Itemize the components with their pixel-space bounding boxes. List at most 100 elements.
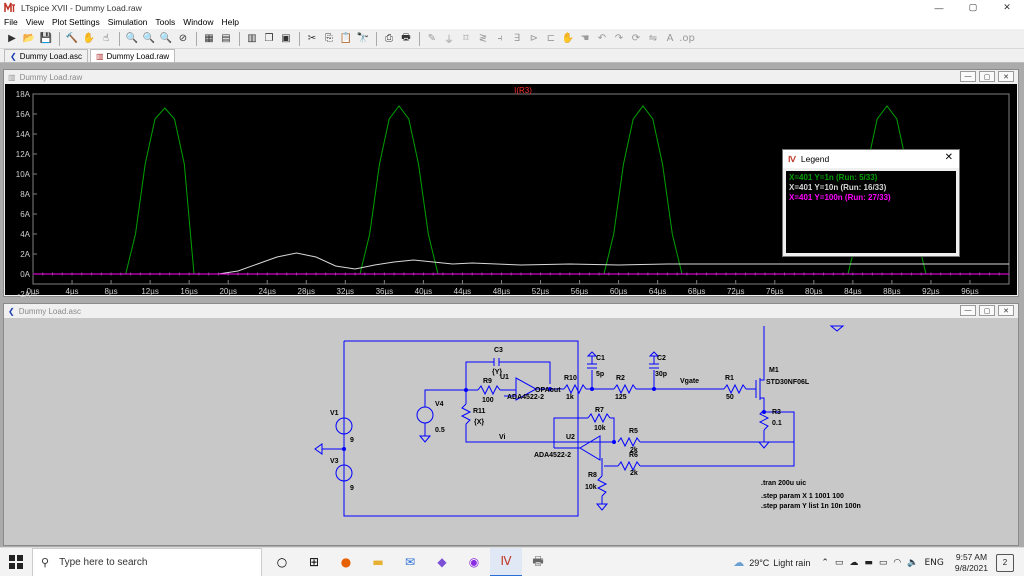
mirror-icon[interactable]: ⇋ — [648, 33, 658, 44]
widgets-icon[interactable]: ⊞ — [308, 555, 320, 569]
schematic-drawing[interactable]: V1 9 V3 9 V4 0.5 C3 {Y} R9 100 U1 ADA452… — [4, 318, 1018, 546]
file-explorer-icon[interactable]: ▬ — [372, 555, 384, 569]
undo-icon[interactable]: ↶ — [597, 33, 607, 44]
label-icon[interactable]: ⌑ — [463, 33, 469, 44]
zoom-cancel-icon[interactable]: ⊘ — [178, 33, 188, 44]
copy-icon[interactable]: ⎘ — [325, 33, 333, 44]
obsidian-icon[interactable]: ◆ — [437, 555, 447, 569]
print-setup-icon[interactable]: ⎙ — [385, 33, 393, 44]
halt-icon[interactable]: ✋ — [82, 33, 96, 44]
spice-directive-tran[interactable]: .tran 200u uic — [761, 480, 806, 487]
x-tick-label: 52µs — [532, 287, 550, 296]
ltspice-taskbar-icon[interactable]: Ⅳ — [490, 547, 522, 576]
cloud-icon[interactable]: ☁ — [849, 557, 859, 568]
notification-center-button[interactable]: 2 — [996, 553, 1014, 572]
menu-file[interactable]: File — [4, 17, 18, 27]
legend-titlebar[interactable]: Ⅳ Legend ✕ — [783, 150, 959, 168]
y-tick-label: 18A — [16, 90, 31, 99]
menu-window[interactable]: Window — [183, 17, 214, 27]
weather-widget[interactable]: ☁ 29°C Light rain — [733, 556, 810, 569]
pan-icon[interactable]: ☝ — [102, 33, 110, 44]
zoom-out-icon[interactable]: 🔍 — [142, 33, 156, 44]
open-icon[interactable]: 📂 — [22, 33, 36, 44]
diode-icon[interactable]: ⊳ — [529, 33, 539, 44]
capacitor-icon[interactable]: ⫞ — [497, 33, 503, 44]
mail-icon[interactable]: ✉ — [404, 555, 416, 569]
x-tick-label: 28µs — [298, 287, 316, 296]
spice-directive-icon[interactable]: .op — [679, 33, 695, 44]
maximize-button[interactable]: ▢ — [968, 2, 978, 12]
chevron-up-icon[interactable]: ⌃ — [821, 557, 829, 568]
tile-horizontal-icon[interactable]: ▤ — [221, 33, 231, 44]
device-icon[interactable]: ▭ — [834, 557, 844, 568]
cascade-icon[interactable]: ❐ — [264, 33, 274, 44]
taskbar-search[interactable]: ⚲ Type here to search — [32, 547, 262, 576]
zoom-back-icon[interactable]: 🔍 — [159, 33, 173, 44]
tab-dummy-load-raw[interactable]: ▥ Dummy Load.raw — [89, 49, 176, 62]
menu-view[interactable]: View — [25, 17, 44, 27]
wire-icon[interactable]: ✎ — [427, 33, 437, 44]
find-icon[interactable]: 🔭 — [356, 33, 370, 44]
save-icon[interactable]: 💾 — [39, 33, 53, 44]
battery-icon[interactable]: ▭ — [878, 557, 888, 568]
waveform-maximize-button[interactable]: ▢ — [979, 71, 995, 82]
run-icon[interactable]: ▶ — [8, 33, 16, 44]
print-icon[interactable]: 🖶 — [401, 32, 411, 43]
firefox-icon[interactable]: ● — [340, 555, 352, 569]
ground-symbol — [595, 503, 609, 511]
paste-icon[interactable]: 📋 — [339, 33, 353, 44]
waveform-minimize-button[interactable]: — — [960, 71, 976, 82]
component-icon[interactable]: ⊏ — [546, 33, 556, 44]
waveform-window-icon: ▥ — [8, 72, 16, 82]
waveform-close-button[interactable]: ✕ — [998, 71, 1014, 82]
start-button[interactable] — [0, 548, 32, 576]
schematic-maximize-button[interactable]: ▢ — [979, 305, 995, 316]
waveform-window-titlebar[interactable]: ▥ Dummy Load.raw — [4, 70, 1018, 84]
schematic-minimize-button[interactable]: — — [960, 305, 976, 316]
legend-close-button[interactable]: ✕ — [944, 152, 953, 163]
schematic-window-titlebar[interactable]: ❮ Dummy Load.asc — [4, 304, 1018, 318]
ground-icon[interactable]: ⏚ — [444, 35, 454, 46]
clock[interactable]: 9:57 AM 9/8/2021 — [955, 552, 988, 574]
legend-window[interactable]: Ⅳ Legend ✕ X=401 Y=1n (Run: 5/33) X=401 … — [782, 149, 960, 257]
menu-plot-settings[interactable]: Plot Settings — [51, 17, 100, 27]
app-icon[interactable]: ◉ — [468, 555, 480, 569]
task-view-icon[interactable]: ○ — [276, 555, 288, 569]
menu-tools[interactable]: Tools — [155, 17, 176, 27]
spice-directive-step-x[interactable]: .step param X 1 1001 100 — [761, 493, 844, 500]
inductor-icon[interactable]: ∃ — [513, 33, 521, 44]
control-panel-icon[interactable]: 🔨 — [65, 33, 79, 44]
menu-help[interactable]: Help — [221, 17, 239, 27]
autorange-icon[interactable]: ▦ — [204, 33, 214, 44]
rotate-icon[interactable]: ⟳ — [631, 33, 641, 44]
close-all-icon[interactable]: ▣ — [281, 33, 291, 44]
text-icon[interactable]: A — [666, 33, 674, 44]
schematic-close-button[interactable]: ✕ — [998, 305, 1014, 316]
zoom-in-icon[interactable]: 🔍 — [125, 33, 139, 44]
tab-dummy-load-asc[interactable]: ❮ Dummy Load.asc — [4, 49, 88, 62]
redo-icon[interactable]: ↷ — [614, 33, 624, 44]
schematic-canvas[interactable]: V1 9 V3 9 V4 0.5 C3 {Y} R9 100 U1 ADA452… — [4, 318, 1018, 545]
printer-icon[interactable]: 🖶 — [532, 553, 544, 568]
close-button[interactable]: ✕ — [1003, 2, 1011, 12]
menu-simulation[interactable]: Simulation — [107, 17, 148, 27]
move-icon[interactable]: ✋ — [561, 33, 575, 44]
spice-directive-step-y[interactable]: .step param Y list 1n 10n 100n — [761, 503, 861, 510]
cut-icon[interactable]: ✂ — [307, 33, 317, 44]
x-tick-label: 80µs — [805, 287, 823, 296]
volume-icon[interactable]: 🔈 — [907, 557, 919, 568]
y-tick-label: -2A — [18, 290, 31, 297]
toolbar-separator — [119, 31, 120, 46]
c3-label: C3 — [494, 347, 503, 354]
drag-icon[interactable]: ☚ — [580, 33, 590, 44]
network-icon[interactable]: ▬ — [864, 557, 873, 568]
minimize-button[interactable]: — — [934, 2, 944, 13]
legend-entry-run-16: X=401 Y=10n (Run: 16/33) — [789, 183, 887, 192]
tile-vertical-icon[interactable]: ▥ — [247, 33, 257, 44]
wifi-icon[interactable]: ◠ — [893, 557, 902, 568]
language-indicator[interactable]: ENG — [924, 557, 944, 568]
ground-symbol — [757, 441, 771, 449]
resistor-icon[interactable]: ≷ — [478, 33, 488, 44]
